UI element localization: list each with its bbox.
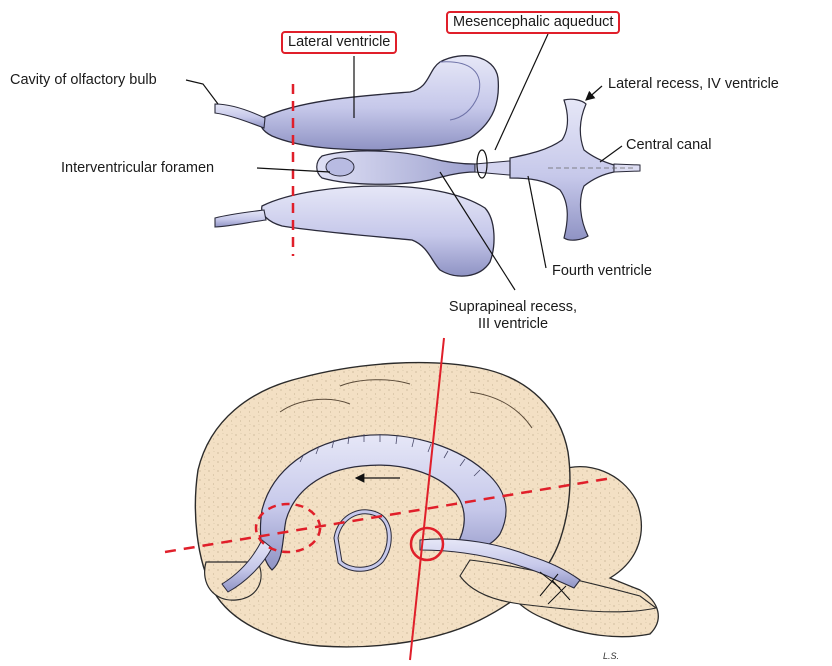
- label-suprapineal-line1: Suprapineal recess,: [428, 299, 598, 316]
- label-interventricular-foramen: Interventricular foramen: [61, 160, 214, 177]
- artist-signature: L.S.: [603, 648, 619, 665]
- upper-lateral-ventricle-shape: [260, 56, 498, 150]
- cerebrum-shape: [195, 363, 570, 647]
- label-suprapineal-recess: Suprapineal recess, III ventricle: [428, 299, 598, 333]
- lower-olfactory-stalk: [215, 210, 266, 227]
- ventricular-cast-dorsal-view: [215, 56, 640, 276]
- lower-lateral-ventricle-shape: [262, 186, 494, 276]
- label-central-canal: Central canal: [626, 137, 711, 154]
- label-cavity-olfactory-bulb: Cavity of olfactory bulb: [10, 72, 157, 89]
- label-fourth-ventricle: Fourth ventricle: [552, 263, 652, 280]
- central-canal-shape: [614, 164, 640, 172]
- upper-olfactory-stalk: [215, 104, 265, 128]
- label-mesencephalic-aqueduct: Mesencephalic aqueduct: [446, 11, 620, 34]
- label-lateral-recess: Lateral recess, IV ventricle: [608, 76, 779, 93]
- fourth-ventricle-shape: [510, 99, 614, 240]
- label-lateral-ventricle: Lateral ventricle: [281, 31, 397, 54]
- label-suprapineal-line2: III ventricle: [428, 316, 598, 333]
